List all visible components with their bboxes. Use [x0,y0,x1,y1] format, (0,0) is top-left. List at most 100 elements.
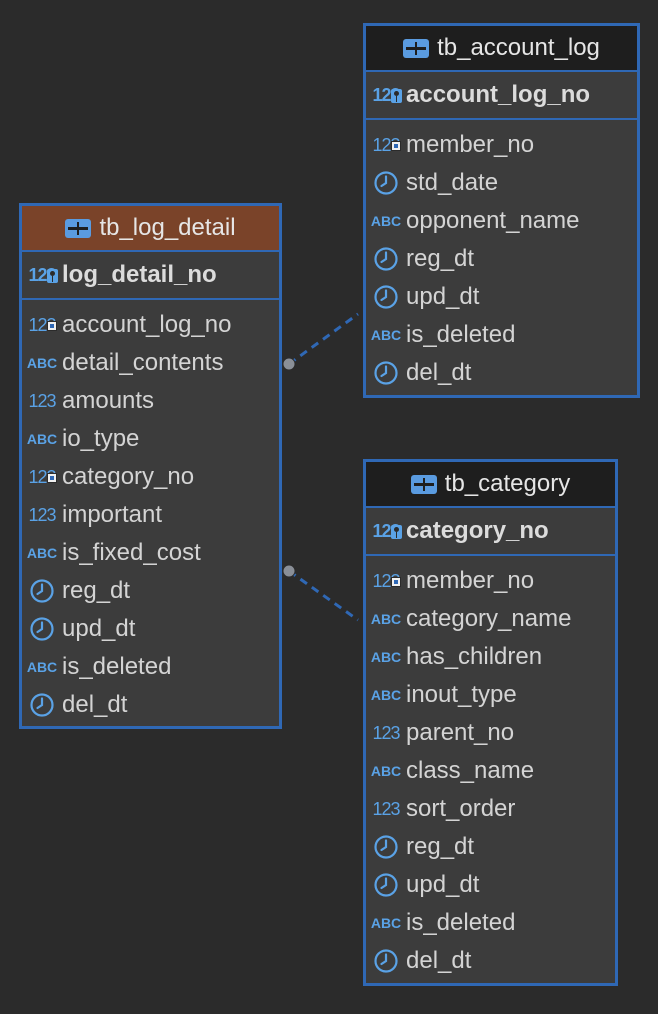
clock-icon [366,948,406,974]
abc-icon: ABC [370,611,402,627]
column-row[interactable]: ABC is_deleted [366,904,615,942]
column-name: account_log_no [406,81,591,108]
column-name: amounts [62,387,155,414]
entity-header[interactable]: tb_log_detail [22,206,279,252]
column-name: class_name [406,757,535,784]
pk-row[interactable]: 123 account_log_no [366,72,637,120]
column-name: member_no [406,131,535,158]
entity-header[interactable]: tb_category [366,462,615,508]
clock-icon [366,170,406,196]
column-row[interactable]: reg_dt [366,240,637,278]
column-row[interactable]: ABC is_deleted [22,648,279,686]
column-row[interactable]: 123 sort_order [366,790,615,828]
column-row[interactable]: del_dt [366,354,637,392]
column-row[interactable]: upd_dt [22,610,279,648]
columns-list: 123 member_no ABC category_name ABC has_… [366,556,615,980]
column-name: std_date [406,169,499,196]
number-icon: 123 [28,504,56,525]
entity-title: tb_log_detail [99,214,236,241]
column-name: category_no [62,463,195,490]
column-name: upd_dt [406,871,480,898]
number-fk-icon: 123 [28,314,57,335]
columns-list: 123 account_log_no ABC detail_contents 1… [22,300,279,724]
table-icon [410,474,437,494]
entity-tb-account-log[interactable]: tb_account_log 123 account_log_no 123 me… [363,23,640,398]
column-name: del_dt [62,691,128,718]
table-icon [403,38,430,58]
column-row[interactable]: ABC is_fixed_cost [22,534,279,572]
abc-icon: ABC [370,327,402,343]
abc-icon: ABC [370,687,402,703]
fk-endpoint-dot [282,564,296,578]
column-row[interactable]: 123 amounts [22,382,279,420]
column-name: category_name [406,605,572,632]
table-icon [65,218,92,238]
column-row[interactable]: ABC io_type [22,420,279,458]
column-row[interactable]: upd_dt [366,866,615,904]
column-name: detail_contents [62,349,224,376]
number-fk-icon: 123 [372,570,401,591]
column-name: upd_dt [406,283,480,310]
abc-icon: ABC [26,659,58,675]
column-name: io_type [62,425,140,452]
number-key-icon: 123 [22,265,62,286]
column-name: parent_no [406,719,515,746]
entity-tb-log-detail[interactable]: tb_log_detail 123 log_detail_no 123 acco… [19,203,282,729]
column-row[interactable]: 123 important [22,496,279,534]
abc-icon: ABC [370,649,402,665]
column-row[interactable]: reg_dt [22,572,279,610]
column-row[interactable]: ABC is_deleted [366,316,637,354]
column-name: account_log_no [62,311,232,338]
abc-icon: ABC [26,545,58,561]
column-row[interactable]: 123 category_no [22,458,279,496]
column-row[interactable]: ABC inout_type [366,676,615,714]
number-key-icon: 123 [366,85,406,106]
abc-icon: ABC [370,763,402,779]
column-name: del_dt [406,947,472,974]
column-name: log_detail_no [62,261,217,288]
abc-icon: ABC [26,355,58,371]
column-row[interactable]: 123 member_no [366,562,615,600]
column-name: reg_dt [62,577,131,604]
entity-tb-category[interactable]: tb_category 123 category_no 123 member_n… [363,459,618,986]
column-name: opponent_name [406,207,580,234]
pk-row[interactable]: 123 category_no [366,508,615,556]
clock-icon [366,246,406,272]
column-row[interactable]: ABC opponent_name [366,202,637,240]
column-row[interactable]: reg_dt [366,828,615,866]
column-name: is_deleted [406,321,516,348]
column-row[interactable]: del_dt [22,686,279,724]
column-row[interactable]: std_date [366,164,637,202]
column-name: member_no [406,567,535,594]
column-name: important [62,501,163,528]
column-row[interactable]: 123 account_log_no [22,306,279,344]
number-key-icon: 123 [366,521,406,542]
column-name: inout_type [406,681,517,708]
column-name: has_children [406,643,543,670]
clock-icon [22,692,62,718]
abc-icon: ABC [370,915,402,931]
column-row[interactable]: del_dt [366,942,615,980]
column-row[interactable]: 123 parent_no [366,714,615,752]
number-fk-icon: 123 [28,466,57,487]
column-row[interactable]: ABC category_name [366,600,615,638]
column-row[interactable]: upd_dt [366,278,637,316]
column-name: category_no [406,517,549,544]
pk-row[interactable]: 123 log_detail_no [22,252,279,300]
column-row[interactable]: ABC class_name [366,752,615,790]
clock-icon [366,360,406,386]
column-name: reg_dt [406,245,475,272]
clock-icon [22,578,62,604]
entity-header[interactable]: tb_account_log [366,26,637,72]
number-fk-icon: 123 [372,134,401,155]
clock-icon [22,616,62,642]
clock-icon [366,284,406,310]
column-name: upd_dt [62,615,136,642]
column-row[interactable]: ABC has_children [366,638,615,676]
column-name: is_deleted [62,653,172,680]
column-row[interactable]: ABC detail_contents [22,344,279,382]
clock-icon [366,872,406,898]
clock-icon [366,834,406,860]
column-row[interactable]: 123 member_no [366,126,637,164]
fk-line-account-log [288,312,359,366]
